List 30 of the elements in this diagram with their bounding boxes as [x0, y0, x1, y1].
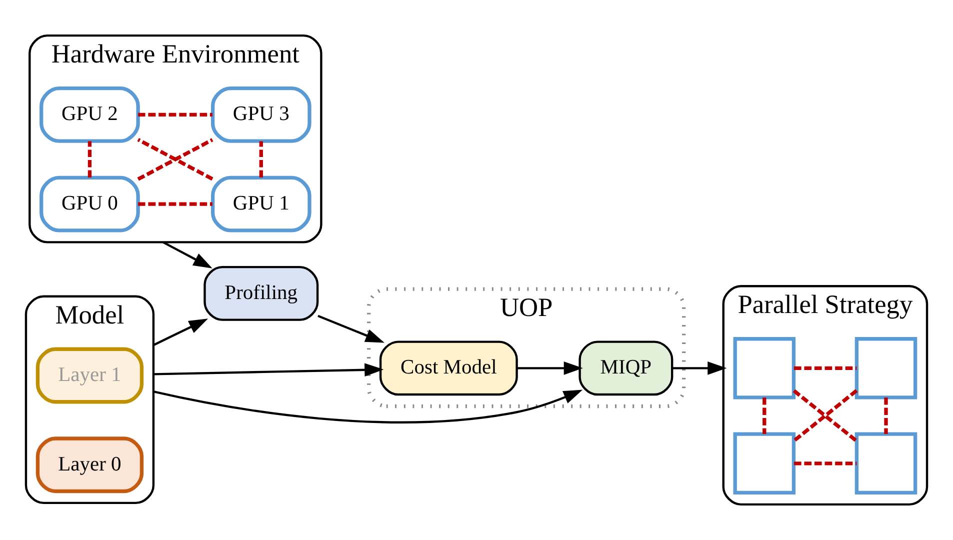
node-box [854, 432, 918, 495]
connector [794, 366, 857, 370]
node-box: Layer 1 [36, 347, 144, 404]
connector [794, 462, 857, 466]
connector [259, 141, 263, 178]
connector [88, 141, 92, 178]
connector [762, 397, 766, 434]
connector [138, 112, 212, 117]
arrow [162, 241, 212, 268]
cluster: Parallel Strategy [722, 285, 928, 506]
arrow [152, 318, 208, 346]
arrow [517, 361, 583, 375]
node-box [854, 337, 918, 400]
connector [884, 397, 888, 434]
node-box: GPU 1 [210, 176, 312, 232]
arrow [153, 390, 583, 424]
node-box [733, 337, 796, 400]
arrow [672, 361, 727, 375]
connector [138, 202, 212, 206]
node-box: MIQP [578, 340, 674, 396]
connector [792, 389, 858, 442]
node-box: Cost Model [379, 340, 518, 396]
node-box [733, 432, 796, 495]
node-box: Layer 0 [36, 436, 144, 494]
node-box: GPU 0 [40, 176, 140, 232]
node-box: Profiling [204, 266, 319, 321]
arrow [153, 363, 384, 377]
node-box: GPU 2 [40, 86, 140, 143]
arrow [318, 314, 385, 343]
node-box: GPU 3 [210, 86, 312, 143]
